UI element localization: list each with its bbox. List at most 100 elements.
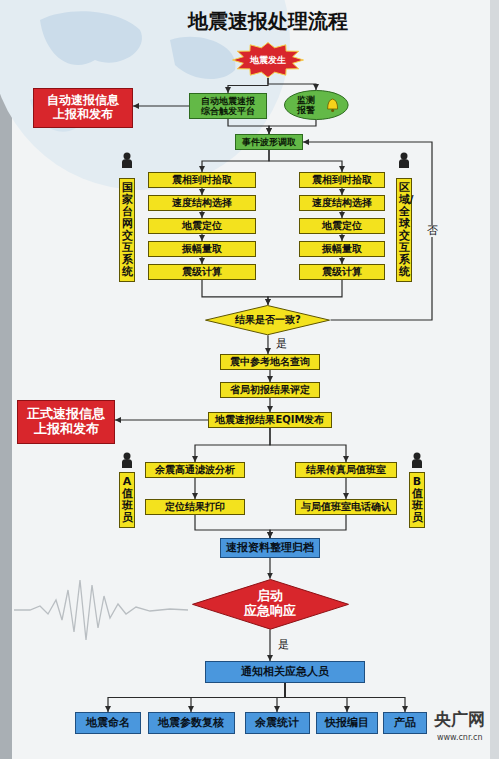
alarm-ellipse: 监测 报警	[284, 90, 349, 120]
edge-label: 是	[275, 338, 288, 351]
flow-arrow	[228, 78, 268, 93]
node-label: 通知相关应急人员	[241, 666, 329, 679]
flow-arrow	[269, 370, 270, 382]
bell-body	[327, 99, 337, 109]
process-box: 余震高通滤波分析	[145, 462, 245, 478]
process-box: 震中参考地名查询	[220, 354, 320, 370]
diamond-shape	[206, 305, 330, 334]
process-box: 震相到时拾取	[148, 172, 256, 188]
diamond-shape	[192, 579, 348, 629]
node-label: 事件波形调取	[242, 137, 296, 147]
seismogram	[14, 580, 188, 640]
node-label: 震级计算	[182, 266, 222, 278]
report-box: 正式速报信息 上报和发布	[17, 400, 115, 444]
flow-arrow	[201, 188, 202, 195]
process-box: 速度结构选择	[148, 195, 256, 211]
bell-icon	[327, 99, 337, 112]
side-label-box: 国家台网交互系统	[119, 178, 135, 282]
wall	[490, 0, 499, 759]
node-label: 速报资料整理归档	[226, 542, 314, 555]
node-label: 正式速报信息 上报和发布	[27, 407, 105, 437]
flow-arrow	[201, 234, 202, 241]
person-icon	[399, 153, 409, 169]
flow-arrow	[277, 683, 285, 712]
flow-arrow	[341, 211, 342, 218]
node-label: 自动速报信息 上报和发布	[47, 94, 119, 122]
node-label: 速度结构选择	[312, 197, 372, 209]
flow-arrow	[202, 150, 269, 172]
flow-arrow	[201, 257, 202, 264]
side-label-box: A值班员	[119, 472, 135, 528]
output-box: 地震命名	[75, 712, 141, 734]
node-label: 地震发生	[250, 55, 286, 65]
flow-arrow	[270, 515, 346, 538]
person-icon	[412, 453, 422, 469]
process-box: 振幅量取	[148, 241, 256, 257]
node-label: 监测 报警	[297, 95, 315, 116]
process-box: 省局初报结果评定	[220, 382, 320, 398]
node-label: 地震命名	[86, 717, 130, 730]
flow-arrow	[202, 280, 268, 305]
flow-arrow	[108, 683, 285, 712]
flow-arrow	[191, 683, 285, 712]
process-box: 与局值班室电话确认	[295, 499, 397, 515]
flow-arrow	[269, 150, 342, 172]
flow-arrow	[269, 629, 270, 661]
node-label: 结果是否一致?	[235, 314, 301, 326]
diagram-title: 地震速报处理流程	[188, 9, 348, 33]
edge-label: 否	[426, 225, 439, 238]
vertical-label: B值班员	[412, 476, 423, 524]
process-box: 结果传真局值班室	[295, 462, 397, 478]
flow-arrow	[341, 188, 342, 195]
response-diamond: 启动 应急响应	[192, 579, 349, 630]
node-label: 快报编目	[325, 717, 369, 730]
poster	[12, 0, 490, 759]
map-land	[40, 11, 142, 65]
node-label: 振幅量取	[322, 243, 362, 255]
output-box: 产品	[383, 712, 427, 734]
output-box: 快报编目	[316, 712, 378, 734]
watermark-url: www.cnr.cn	[437, 733, 482, 742]
node-label: 速度结构选择	[172, 197, 232, 209]
output-box: 通知相关应急人员	[205, 661, 365, 683]
edge-label: 是	[277, 639, 290, 652]
node-label: 定位结果打印	[165, 501, 225, 513]
person-icon	[122, 453, 132, 469]
flow-arrow	[194, 478, 195, 499]
output-box: 地震参数复核	[148, 712, 235, 734]
watermark: 央广网	[434, 710, 485, 730]
node-label: 与局值班室电话确认	[301, 501, 391, 513]
node-label: 产品	[394, 717, 416, 730]
node-label: 自动地震速报 综合触发平台	[201, 96, 255, 117]
person-icon	[122, 153, 132, 169]
flow-arrow	[269, 398, 270, 412]
process-box: 震级计算	[299, 264, 385, 280]
process-box: 地震定位	[299, 218, 385, 234]
flow-arrow	[270, 428, 346, 462]
process-box: 速度结构选择	[299, 195, 385, 211]
node-label: 震相到时拾取	[312, 174, 372, 186]
process-box: 自动地震速报 综合触发平台	[189, 93, 267, 119]
node-label: 地震定位	[322, 220, 362, 232]
flow-arrow	[268, 78, 316, 90]
flow-arrow	[268, 280, 342, 305]
flow-arrow	[115, 419, 208, 420]
node-label: 地震参数复核	[158, 717, 224, 730]
flow-arrow	[133, 105, 189, 106]
node-label: 地震速报结果EQIM发布	[215, 414, 324, 426]
node-label: 振幅量取	[182, 243, 222, 255]
node-label: 震级计算	[322, 266, 362, 278]
flow-arrow	[285, 683, 405, 712]
decision-diamond: 结果是否一致?	[205, 305, 330, 335]
alarm-ellipse-outline	[284, 90, 349, 120]
flow-arrow	[228, 119, 269, 134]
node-label: 余震高通滤波分析	[155, 464, 235, 476]
side-label-box: 区域/全球交互系统	[396, 178, 412, 282]
node-label: 启动 应急响应	[244, 589, 296, 619]
node-label: 地震定位	[182, 220, 222, 232]
flow-arrow	[269, 120, 316, 134]
flow-arrow	[341, 257, 342, 264]
flow-arrow	[201, 211, 202, 218]
process-box: 地震定位	[148, 218, 256, 234]
